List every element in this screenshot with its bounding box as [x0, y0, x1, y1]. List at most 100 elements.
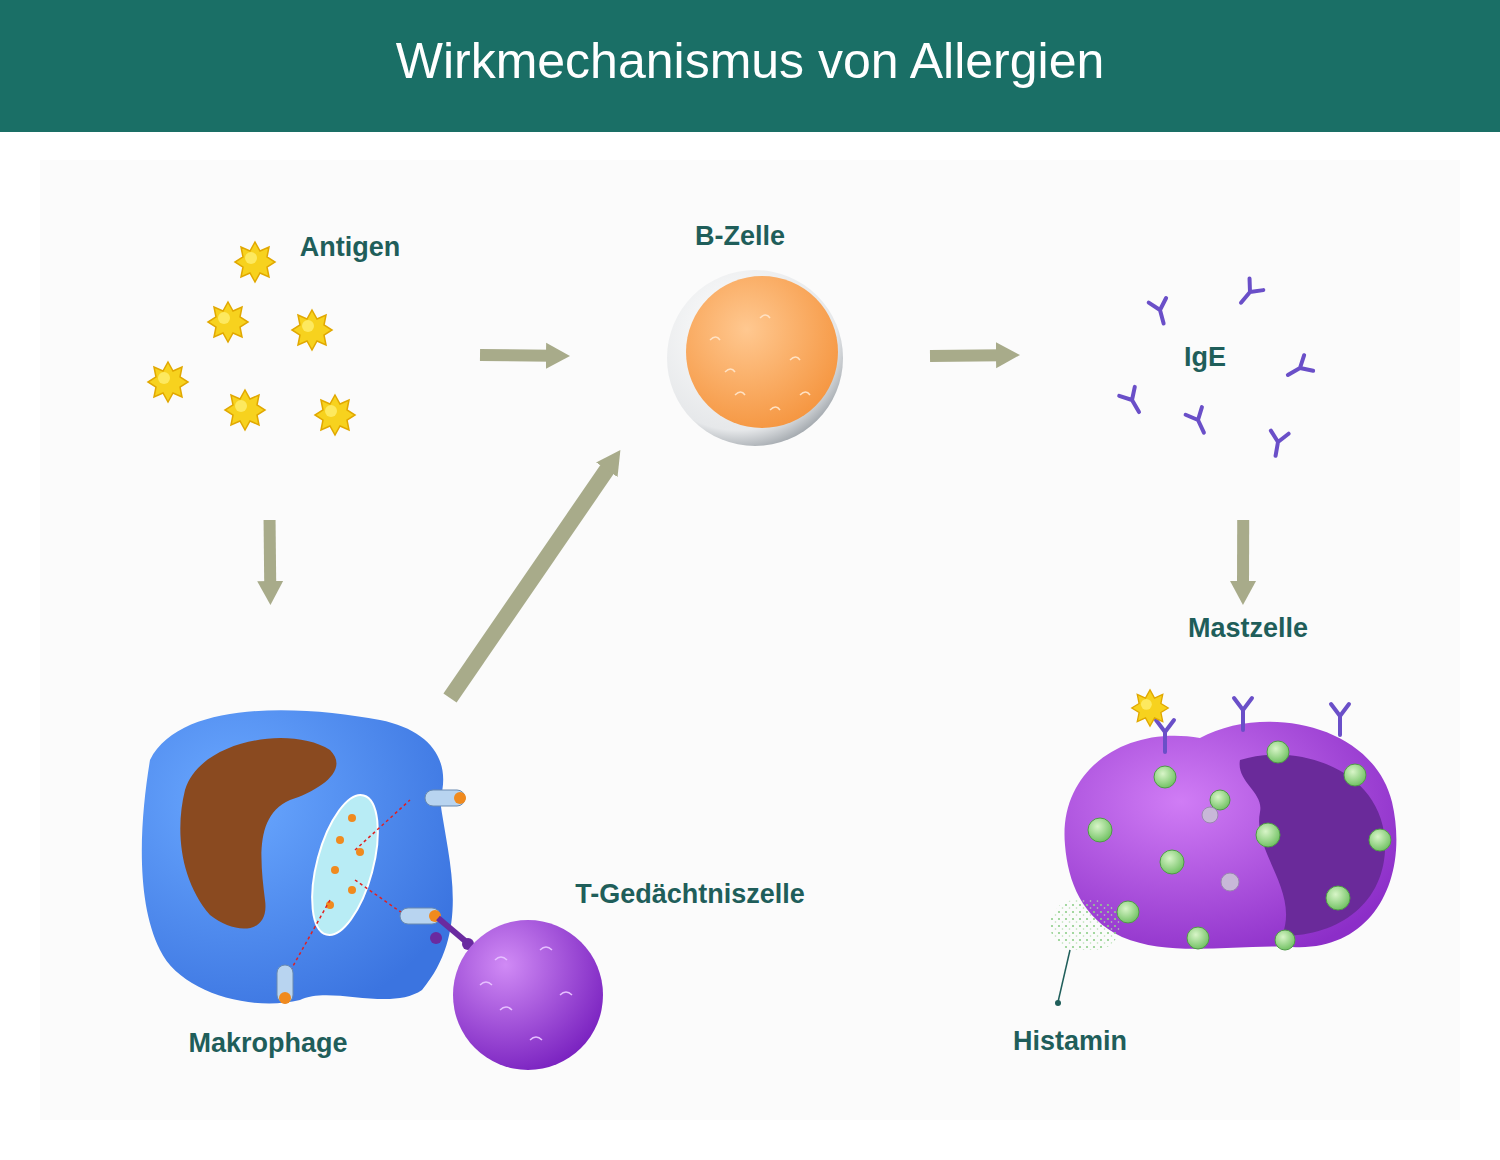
art-use — [1283, 355, 1313, 383]
art-use — [1186, 407, 1212, 436]
art-circle — [686, 276, 838, 428]
b-cell-node: B-Zelle — [570, 215, 930, 450]
art-circle — [336, 836, 344, 844]
art-circle — [1055, 1000, 1061, 1006]
art-rect — [425, 790, 465, 806]
art-circle — [331, 866, 339, 874]
art-circle — [348, 814, 356, 822]
histamine-cloud — [1050, 900, 1120, 950]
cell-label: Antigen — [300, 232, 401, 263]
art-ellipse — [299, 788, 390, 942]
art-path — [760, 315, 770, 318]
art-circle — [356, 848, 364, 856]
art-path — [800, 392, 810, 395]
art-use — [315, 395, 355, 435]
mast-cell — [1050, 690, 1396, 1006]
cell-label: B-Zelle — [695, 221, 785, 252]
art-circle — [1369, 829, 1391, 851]
label-anchor: Histamin — [1070, 1026, 1184, 1057]
art-path — [355, 800, 410, 850]
mast-cell-node: Mastzelle — [1050, 605, 1410, 960]
panel-ground — [40, 160, 1460, 1120]
art-g — [326, 814, 364, 909]
art-circle — [1221, 873, 1239, 891]
art-path — [500, 1007, 512, 1010]
art-circle — [279, 992, 291, 1004]
ige-antibodies — [1119, 279, 1313, 458]
art-path — [1240, 755, 1386, 936]
art-use — [1149, 298, 1173, 326]
art-circle — [1154, 766, 1176, 788]
substance-label: Histamin — [1013, 1026, 1127, 1057]
cell-label: Makrophage — [188, 1028, 347, 1059]
flow-arrow — [264, 520, 277, 587]
art-circle — [1187, 927, 1209, 949]
art-g — [1088, 741, 1391, 950]
leader-line — [1058, 950, 1070, 1002]
art-path — [790, 357, 800, 360]
art-circle — [1275, 930, 1295, 950]
art-circle — [1202, 807, 1218, 823]
b-cell — [667, 270, 843, 446]
antibody-group: IgE — [1020, 270, 1330, 520]
art-path — [1234, 698, 1252, 730]
art-use — [292, 310, 332, 350]
art-use — [208, 302, 248, 342]
art-use — [235, 242, 275, 282]
art-use — [1267, 431, 1289, 458]
art-circle — [453, 920, 603, 1070]
macrophage — [142, 710, 474, 1004]
art-g — [1156, 698, 1349, 752]
art-use — [225, 390, 265, 430]
art-path — [710, 337, 720, 340]
art-rect — [277, 965, 293, 1003]
art-circle — [1210, 790, 1230, 810]
flow-arrow — [1237, 520, 1249, 587]
art-circle — [1088, 818, 1112, 842]
art-path — [725, 369, 735, 372]
art-path — [288, 900, 330, 975]
art-path — [480, 982, 492, 985]
art-path — [560, 992, 572, 995]
art-circle — [1344, 764, 1366, 786]
art-path — [355, 880, 405, 915]
t-cell-node: T-Gedächtniszelle — [450, 875, 850, 1075]
cell-label: T-Gedächtniszelle — [575, 879, 805, 910]
art-g — [288, 800, 410, 975]
flow-arrow — [480, 349, 552, 362]
art-rect — [400, 908, 440, 924]
art-path — [540, 947, 552, 950]
cell-label: Mastzelle — [1188, 613, 1308, 644]
art-circle — [1117, 901, 1139, 923]
art-path — [495, 957, 507, 960]
art-path — [1331, 704, 1349, 735]
art-circle — [326, 901, 334, 909]
art-use — [1132, 690, 1168, 726]
art-use — [1234, 279, 1263, 309]
art-circle — [1267, 741, 1289, 763]
antigen-stars — [148, 242, 355, 435]
macrophage-node: Makrophage — [135, 605, 450, 1070]
art-circle — [430, 932, 442, 944]
art-use — [1119, 387, 1147, 417]
antigen-group: Antigen — [135, 220, 480, 520]
flow-arrow — [930, 349, 1002, 362]
art-path — [530, 1037, 542, 1040]
art-circle — [1326, 886, 1350, 910]
art-circle — [1256, 823, 1280, 847]
title-band — [0, 0, 1500, 132]
art-path — [142, 710, 453, 1003]
art-g — [277, 790, 465, 1003]
art-g — [710, 315, 810, 410]
art-circle — [667, 270, 843, 446]
t-memory-cell — [453, 920, 603, 1070]
cell-label: IgE — [1184, 342, 1226, 373]
art-circle — [1160, 850, 1184, 874]
art-circle — [454, 792, 466, 804]
page-title: Wirkmechanismus von Allergien — [0, 34, 1500, 89]
art-g — [279, 792, 466, 1004]
flow-arrow — [450, 465, 610, 698]
